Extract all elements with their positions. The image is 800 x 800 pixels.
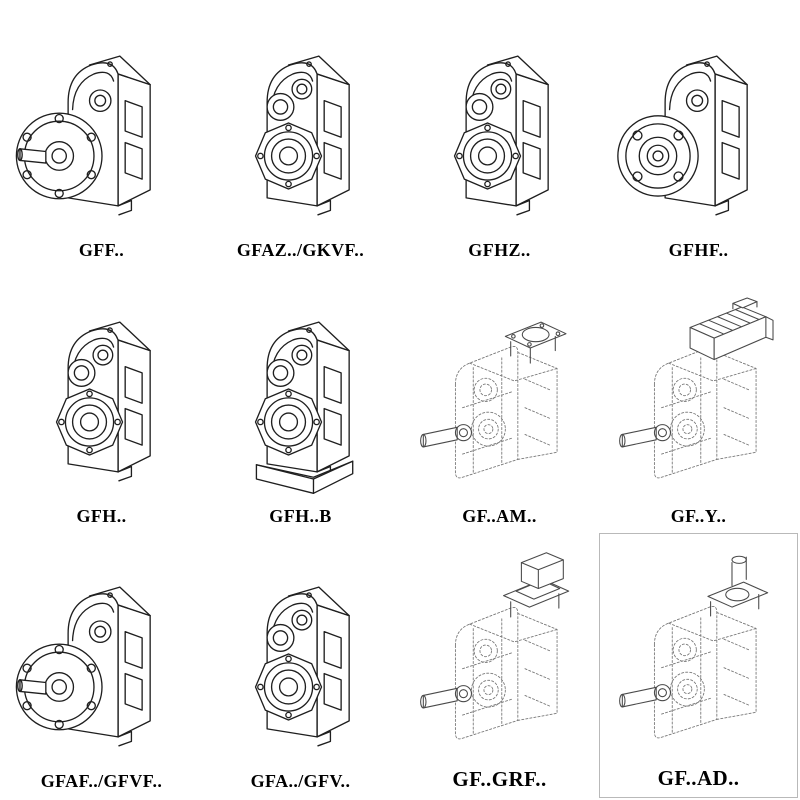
model-label: GF..AD.. [657,766,740,790]
phantom-gearbox-iec-adapter-drawing [410,290,590,504]
flange-gearbox-drawing [12,24,192,238]
phantom-gearbox-box-adapter-drawing [410,551,590,765]
catalog-cell-gff: GFF.. [2,2,201,267]
model-label: GFAZ../GKVF.. [236,240,365,261]
flange-gearbox-drawing [12,555,192,769]
hollow-shaft-gearbox-drawing [410,24,590,238]
model-label: GFA../GFV.. [250,771,351,791]
model-label: GF..GRF.. [452,767,547,791]
model-label: GF..AM.. [462,505,537,526]
phantom-gearbox-motor-drawing [609,290,789,504]
catalog-cell-gfa-gfv: GFA../GFV.. [201,533,400,798]
model-label: GFHF.. [668,240,729,261]
phantom-gearbox-input-shaft-drawing [609,550,789,764]
catalog-cell-gfaz-gkvf: GFAZ../GKVF.. [201,2,400,267]
catalog-cell-gfaf-gfvf: GFAF../GFVF.. [2,533,201,798]
catalog-cell-gfh-b: GFH..B [201,267,400,532]
flange-gearbox-4bolt-drawing [609,24,789,238]
model-label: GFH.. [76,505,127,526]
catalog-cell-gfhz: GFHZ.. [400,2,599,267]
model-label: GF..Y.. [670,505,727,526]
catalog-cell-gf-y: GF..Y.. [599,267,798,532]
hollow-shaft-gearbox-drawing [12,290,192,504]
model-label: GFAF../GFVF.. [40,771,163,791]
model-label: GFF.. [78,240,125,261]
catalog-cell-gf-am: GF..AM.. [400,267,599,532]
catalog-cell-gf-grf: GF..GRF.. [400,533,599,798]
hollow-shaft-gearbox-drawing [211,24,391,238]
catalog-cell-gfh: GFH.. [2,267,201,532]
model-label: GFH..B [269,505,332,526]
model-label: GFHZ.. [468,240,531,261]
catalog-cell-gf-ad: GF..AD.. [599,532,798,798]
catalog-cell-gfhf: GFHF.. [599,2,798,267]
hollow-shaft-gearbox-base-drawing [211,290,391,504]
hollow-shaft-gearbox-drawing [211,555,391,769]
